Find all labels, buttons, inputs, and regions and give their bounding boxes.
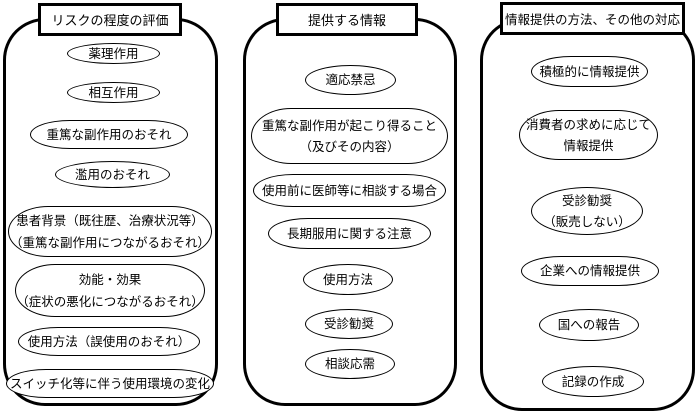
diagram-node: 積極的に情報提供 [531,56,648,87]
diagram-node: 国への報告 [539,309,639,341]
diagram-node: 記録の作成 [542,366,644,397]
diagram-node: 濫用のおそれ [55,161,170,188]
column-header-risk-evaluation: リスクの程度の評価 [38,3,182,36]
diagram-node: スイッチ化等に伴う使用環境の変化 [6,369,214,398]
diagram-node: 企業への情報提供 [521,256,659,286]
diagram-node: 薬理作用 [67,43,160,64]
diagram-node: 患者背景（既往歴、治療状況等） （重篤な副作用につながるおそれ） [8,206,212,257]
diagram-node: 受診勧奨 [305,309,393,339]
diagram-node: 相談応需 [305,349,395,379]
diagram-node: 受診勧奨 （販売しない） [531,187,643,235]
diagram-node: 使用方法 [303,264,393,295]
diagram-node: 適応禁忌 [305,65,396,95]
column-header-information-provided: 提供する情報 [276,3,418,36]
diagram-node: 効能・効果 （症状の悪化につながるおそれ） [15,264,205,317]
diagram-node: 長期服用に関する注意 [268,218,431,249]
diagram-node: 消費者の求めに応じて 情報提供 [519,110,658,160]
diagram-node: 使用方法（誤使用のおそれ） [18,327,200,356]
diagram-node: 相互作用 [67,82,160,103]
diagram-node: 重篤な副作用のおそれ [30,120,188,149]
diagram-node: 使用前に医師等に相談する場合 [253,174,446,207]
column-header-provision-method: 情報提供の方法、その他の対応 [500,2,685,35]
diagram-node: 重篤な副作用が起こり得ること （及びその内容） [251,108,448,164]
